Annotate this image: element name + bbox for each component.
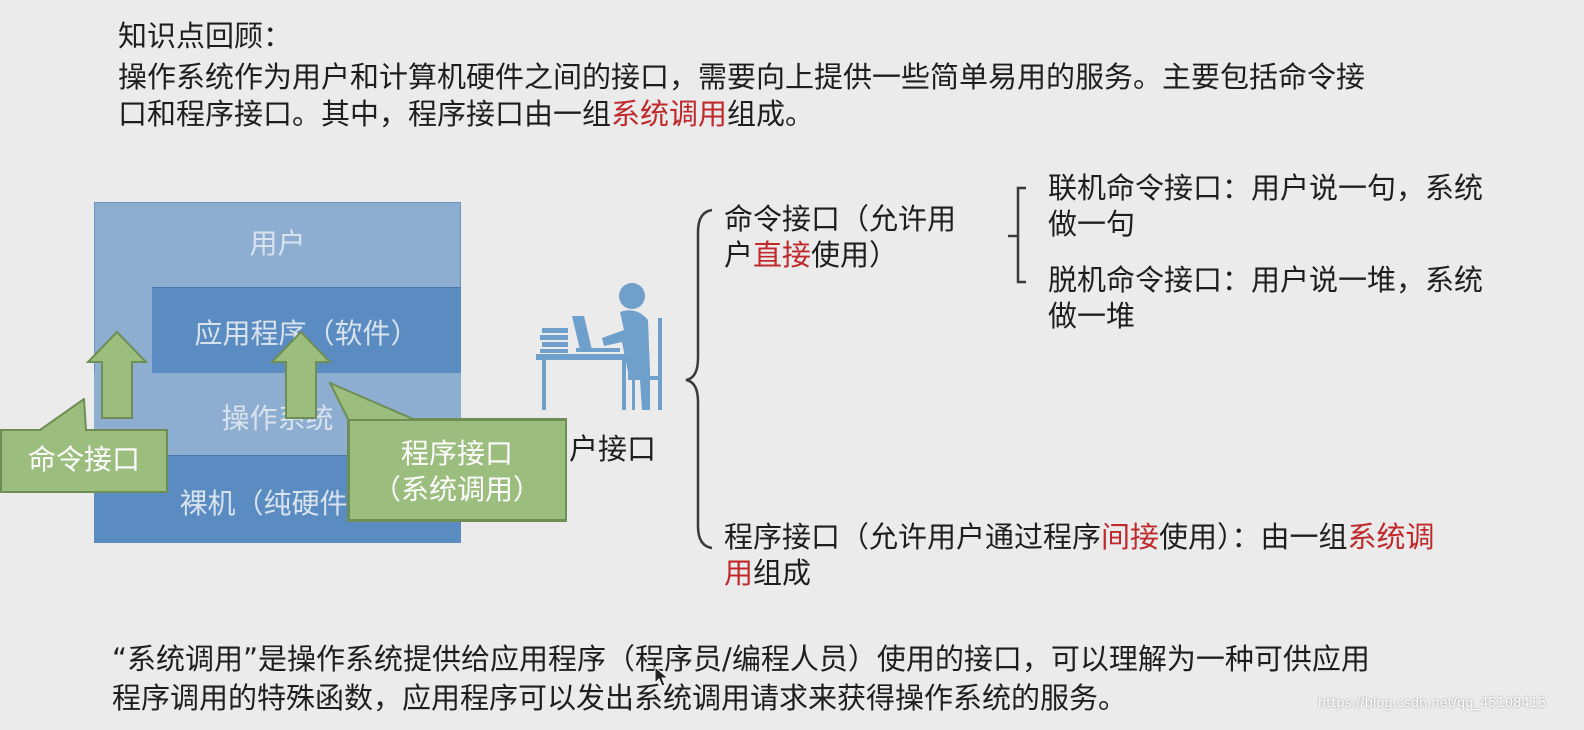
online-command-line-1: 联机命令接口：用户说一句，系统 xyxy=(1048,171,1484,205)
offline-command-line-2: 做一堆 xyxy=(1048,299,1136,333)
callout-program-overlay xyxy=(348,419,567,521)
small-bracket xyxy=(1008,186,1026,284)
command-interface-line-1: 命令接口（允许用 xyxy=(724,202,957,236)
mouse-cursor-icon xyxy=(654,666,670,687)
footer-line-1: “系统调用”是操作系统提供给应用程序（程序员/编程人员）使用的接口，可以理解为一… xyxy=(112,642,1370,676)
offline-command-line-1: 脱机命令接口：用户说一堆，系统 xyxy=(1048,263,1484,297)
callout-program-line-1-front: 程序接口 xyxy=(400,437,513,470)
program-interface-line-2: 用组成 xyxy=(724,555,811,591)
watermark: https://blog.csdn.net/qq_45108415 xyxy=(1318,696,1547,711)
program-interface-text-mid: 使用）：由一组 xyxy=(1159,520,1348,554)
callout-program-line-2-front: （系统调用） xyxy=(372,473,541,506)
big-curly-brace xyxy=(685,208,713,550)
command-interface-text-end: 使用） xyxy=(811,238,899,272)
person-at-computer-icon xyxy=(536,283,662,410)
highlight-indirect: 间接 xyxy=(1101,520,1160,554)
layer-hardware-label: 裸机（纯硬件） xyxy=(179,487,376,520)
layer-user-label: 用户 xyxy=(249,227,306,260)
callout-command-label: 命令接口 xyxy=(27,443,140,476)
callout-command-shape xyxy=(0,398,168,493)
review-heading: 知识点回顾： xyxy=(118,19,293,53)
online-command-line-2: 做一句 xyxy=(1048,207,1136,241)
review-line-1: 操作系统作为用户和计算机硬件之间的接口，需要向上提供一些简单易用的服务。主要包括… xyxy=(118,60,1366,94)
program-interface-text: 程序接口（允许用户通过程序 xyxy=(724,520,1102,554)
program-interface-text-end: 组成 xyxy=(753,556,812,590)
review-highlight-syscall: 系统调用 xyxy=(611,97,728,131)
up-arrow-program xyxy=(270,330,332,419)
command-interface-text: 户 xyxy=(724,238,754,272)
highlight-syscall-1: 系统调 xyxy=(1347,520,1435,554)
program-interface-line-1: 程序接口（允许用户通过程序间接使用）：由一组系统调 xyxy=(724,519,1435,555)
footer-line-2: 程序调用的特殊函数，应用程序可以发出系统调用请求来获得操作系统的服务。 xyxy=(112,681,1128,715)
command-interface-line-2: 户直接使用） xyxy=(724,237,898,273)
up-arrow-command xyxy=(86,330,148,419)
review-line-2-text: 口和程序接口。其中，程序接口由一组 xyxy=(118,97,612,131)
review-line-2: 口和程序接口。其中，程序接口由一组系统调用组成。 xyxy=(118,96,814,132)
highlight-direct: 直接 xyxy=(753,238,812,272)
review-line-2-end: 组成。 xyxy=(727,97,815,131)
highlight-syscall-2: 用 xyxy=(724,556,754,590)
